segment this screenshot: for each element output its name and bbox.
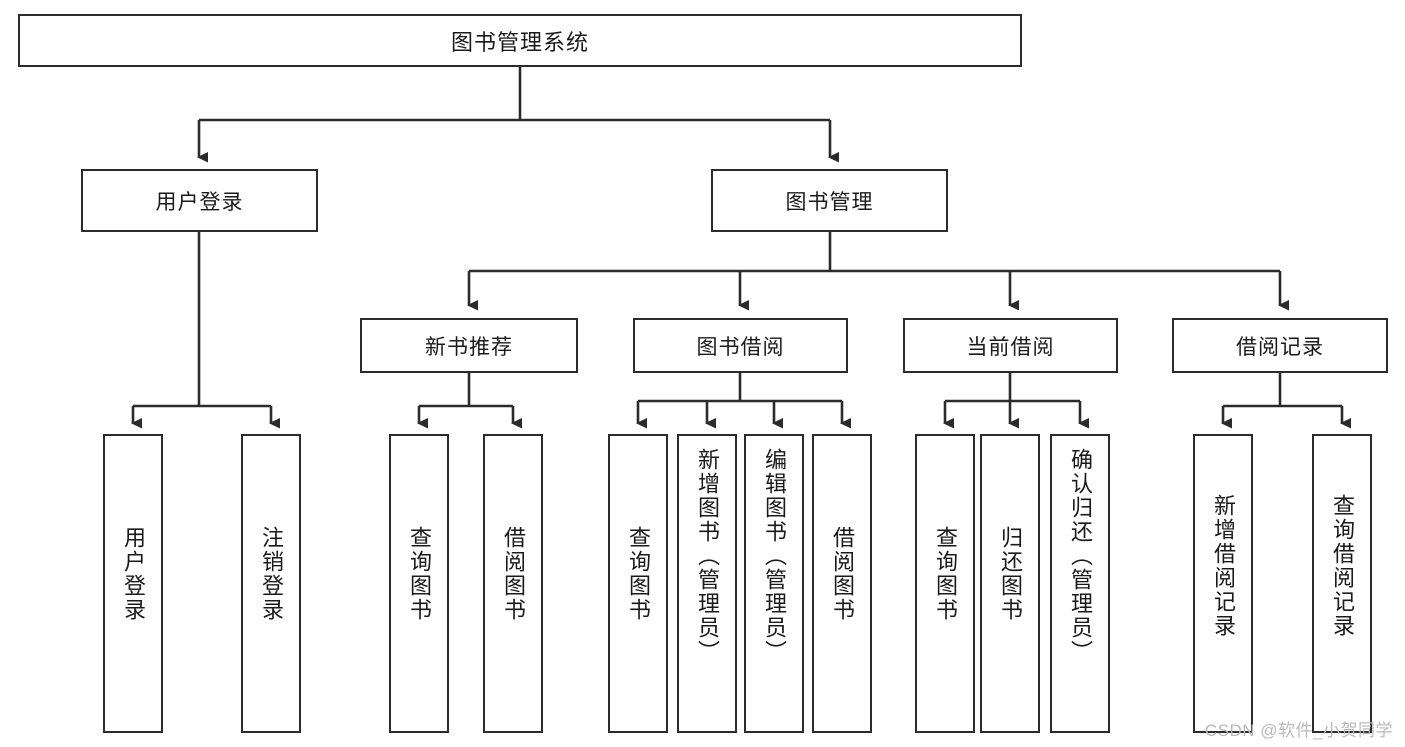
- leaf-borrow-add-book-admin[interactable]: 新增图书（管理员）: [677, 434, 737, 733]
- leaf-current-query-book[interactable]: 查询图书: [915, 434, 975, 733]
- node-user-login-label: 用户登录: [155, 190, 244, 214]
- node-user-login[interactable]: 用户登录: [81, 169, 318, 232]
- leaf-records-add-record[interactable]: 新增借阅记录: [1193, 434, 1253, 733]
- leaf-user-login-login[interactable]: 用户登录: [103, 434, 163, 733]
- leaf-label: 查询图书: [406, 526, 432, 622]
- node-book-borrow-label: 图书借阅: [696, 335, 785, 359]
- node-book-management[interactable]: 图书管理: [711, 169, 948, 232]
- node-root-system[interactable]: 图书管理系统: [18, 14, 1022, 67]
- watermark-text: CSDN @软件_小贺同学: [1204, 721, 1393, 740]
- leaf-label: 确认归还（管理员）: [1067, 448, 1093, 664]
- leaf-current-return-book[interactable]: 归还图书: [980, 434, 1040, 733]
- leaf-new-book-query-book[interactable]: 查询图书: [389, 434, 449, 733]
- node-current-borrow-label: 当前借阅: [966, 335, 1055, 359]
- leaf-user-login-logout[interactable]: 注销登录: [241, 434, 301, 733]
- node-book-management-label: 图书管理: [785, 190, 874, 214]
- node-new-book-recommend[interactable]: 新书推荐: [360, 318, 578, 373]
- leaf-new-book-borrow-book[interactable]: 借阅图书: [483, 434, 543, 733]
- node-current-borrow[interactable]: 当前借阅: [903, 318, 1118, 373]
- node-borrow-records-label: 借阅记录: [1236, 335, 1324, 359]
- leaf-borrow-edit-book-admin[interactable]: 编辑图书（管理员）: [744, 434, 804, 733]
- leaf-label: 借阅图书: [829, 526, 855, 622]
- node-root-label: 图书管理系统: [450, 29, 589, 55]
- leaf-label: 查询图书: [932, 526, 958, 622]
- leaf-label: 新增借阅记录: [1210, 494, 1236, 638]
- leaf-label: 查询图书: [625, 526, 651, 622]
- node-book-borrow[interactable]: 图书借阅: [633, 318, 848, 373]
- leaf-label: 新增图书（管理员）: [694, 448, 720, 664]
- leaf-borrow-borrow-book[interactable]: 借阅图书: [812, 434, 872, 733]
- leaf-label: 用户登录: [120, 526, 146, 622]
- leaf-label: 借阅图书: [500, 526, 526, 622]
- leaf-label: 注销登录: [258, 526, 284, 622]
- leaf-records-query-record[interactable]: 查询借阅记录: [1312, 434, 1372, 733]
- leaf-label: 编辑图书（管理员）: [761, 448, 787, 664]
- leaf-current-confirm-return-admin[interactable]: 确认归还（管理员）: [1050, 434, 1110, 733]
- node-new-book-recommend-label: 新书推荐: [425, 335, 513, 359]
- leaf-label: 查询借阅记录: [1329, 494, 1355, 638]
- leaf-borrow-query-book[interactable]: 查询图书: [608, 434, 668, 733]
- leaf-label: 归还图书: [997, 526, 1023, 622]
- node-borrow-records[interactable]: 借阅记录: [1172, 318, 1388, 373]
